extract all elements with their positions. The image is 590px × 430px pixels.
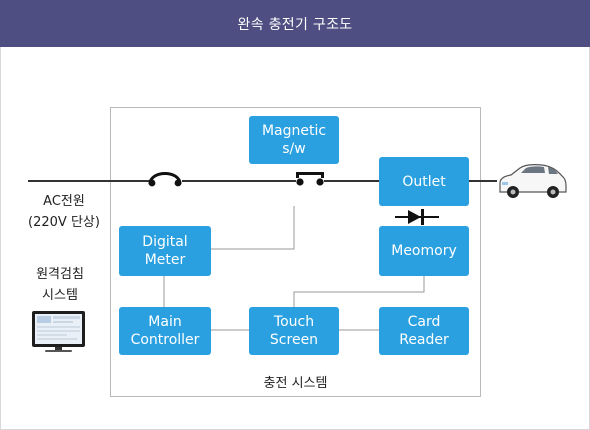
memory-to-touch-line [293, 276, 425, 307]
diagram-title: 완속 충전기 구조도 [237, 16, 353, 33]
monitor-icon [32, 311, 85, 352]
digital-meter-block: Digital Meter [119, 226, 211, 276]
breaker-icon [148, 172, 182, 187]
memory-block: Meomory [379, 226, 469, 276]
meter-to-switch-line [211, 206, 295, 250]
diagram-title-bar: 완속 충전기 구조도 [0, 0, 590, 47]
remote-metering-label: 원격검침 시스템 [36, 267, 84, 303]
car-icon [499, 164, 567, 198]
card-reader-block: Card Reader [379, 307, 469, 355]
switch-contact-icon [296, 172, 324, 186]
main-controller-block: Main Controller [119, 307, 211, 355]
touch-screen-block: Touch Screen [249, 307, 339, 355]
ac-power-label: AC전원 (220V 단상) [28, 194, 100, 230]
diode-icon [395, 209, 439, 225]
outlet-block: Outlet [379, 157, 469, 206]
magnetic-switch-block: Magnetic s/w [249, 116, 339, 164]
charging-system-label: 충전 시스템 [263, 376, 328, 391]
